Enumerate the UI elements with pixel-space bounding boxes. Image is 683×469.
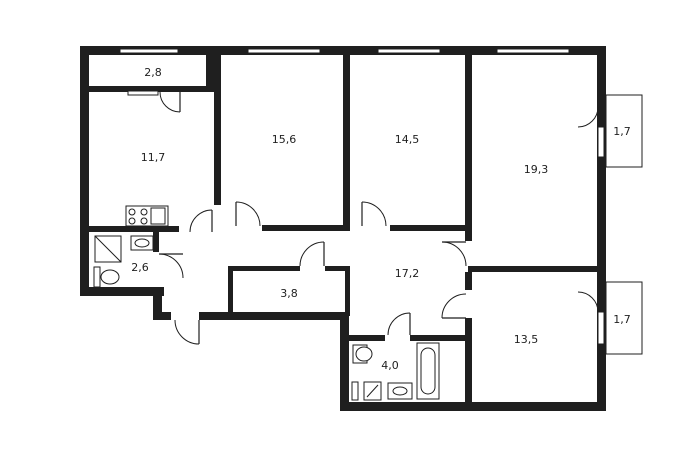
bathroom-large-fixtures <box>351 342 440 401</box>
balcony-right-lower-shape <box>577 281 643 355</box>
room-area-bathroom-small: 2,6 <box>131 261 149 274</box>
room-area-storage: 3,8 <box>280 287 298 300</box>
room-area-bedroom-2: 14,5 <box>395 133 420 146</box>
interior-walls <box>89 55 597 410</box>
room-area-bathroom-large: 4,0 <box>381 359 399 372</box>
room-area-balcony-right-lower: 1,7 <box>613 313 631 326</box>
room-area-living-room: 19,3 <box>524 163 549 176</box>
bathroom-small-fixtures <box>93 235 154 288</box>
room-area-bedroom-3: 13,5 <box>514 333 539 346</box>
outer-walls <box>80 46 606 411</box>
doors <box>127 90 467 345</box>
room-area-bedroom-1: 15,6 <box>272 133 297 146</box>
room-area-kitchen: 11,7 <box>141 151 166 164</box>
kitchen-stove <box>125 205 169 227</box>
room-area-balcony-right-upper: 1,7 <box>613 125 631 138</box>
room-area-balcony-top-left: 2,8 <box>144 66 162 79</box>
balcony-right-upper-shape <box>577 94 643 168</box>
area-labels: 2,8 11,7 15,6 14,5 19,3 1,7 2,6 3,8 17,2… <box>131 66 631 372</box>
room-area-hall: 17,2 <box>395 267 420 280</box>
top-windows <box>119 48 570 54</box>
